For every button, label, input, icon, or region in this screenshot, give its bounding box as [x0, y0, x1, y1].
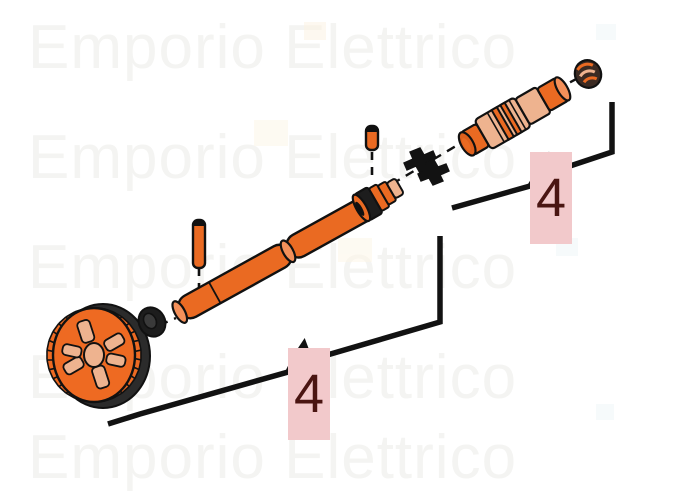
lock-nut — [573, 59, 603, 89]
gear-washer — [137, 306, 167, 338]
watermark-row: Emporio Elettrico — [28, 423, 517, 492]
retaining-clip — [403, 147, 450, 186]
stepped-bushing — [351, 178, 404, 223]
roll-pin-lower — [191, 218, 207, 270]
gear-hub — [83, 342, 105, 368]
callout-upper-box — [530, 152, 572, 244]
gear-spoke-openings — [61, 319, 127, 390]
callout-lower-text: 4 — [294, 364, 324, 424]
drive-gear — [46, 303, 151, 409]
callout-label-lower[interactable]: 4 — [288, 348, 330, 440]
pin-locator-lines — [197, 152, 374, 300]
callout-label-upper[interactable]: 4 — [530, 152, 572, 244]
threaded-shaft — [457, 76, 572, 157]
watermark-row: Emporio Elettrico — [28, 13, 517, 82]
scan-artifacts — [254, 22, 616, 420]
callout-upper-text: 4 — [536, 168, 566, 228]
callout-lower-box — [288, 348, 330, 440]
roll-pin-upper — [364, 124, 380, 152]
